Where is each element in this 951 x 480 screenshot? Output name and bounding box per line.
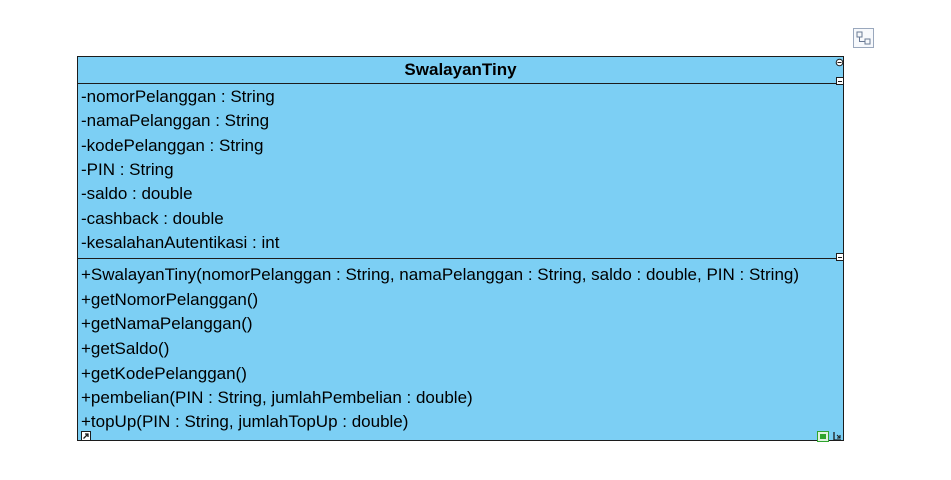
operation-item[interactable]: +getKodePelanggan() <box>81 364 247 383</box>
anchor-icon[interactable] <box>832 431 843 442</box>
resize-icon[interactable] <box>817 431 829 442</box>
operation-item[interactable]: +pembelian(PIN : String, jumlahPembelian… <box>81 388 473 407</box>
operation-item[interactable]: +SwalayanTiny(nomorPelanggan : String, n… <box>81 265 800 284</box>
attribute-item[interactable]: -PIN : String <box>81 160 174 179</box>
operation-item[interactable]: +topUp(PIN : String, jumlahTopUp : doubl… <box>81 412 409 431</box>
attribute-item[interactable]: -kodePelanggan : String <box>81 136 264 155</box>
attribute-item[interactable]: -nomorPelanggan : String <box>81 87 275 106</box>
operations-compartment: +SwalayanTiny(nomorPelanggan : String, n… <box>78 259 843 440</box>
attribute-item[interactable]: -namaPelanggan : String <box>81 111 270 130</box>
compartment-collapse-icon[interactable] <box>836 253 844 261</box>
attribute-item[interactable]: -kesalahanAutentikasi : int <box>81 233 280 252</box>
connector-icon[interactable] <box>853 28 874 48</box>
operation-item[interactable]: +getNamaPelanggan() <box>81 314 253 333</box>
compartment-collapse-icon[interactable] <box>836 77 844 85</box>
attributes-compartment: -nomorPelanggan : String -namaPelanggan … <box>78 84 843 259</box>
shortcut-arrow-icon[interactable] <box>81 431 91 441</box>
uml-class[interactable]: SwalayanTiny -nomorPelanggan : String -n… <box>77 56 844 442</box>
operation-item[interactable]: +getSaldo() <box>81 339 170 358</box>
class-name[interactable]: SwalayanTiny <box>78 57 843 84</box>
operation-item[interactable]: +getNomorPelanggan() <box>81 290 259 309</box>
attribute-item[interactable]: -saldo : double <box>81 184 193 203</box>
attribute-item[interactable]: -cashback : double <box>81 209 224 228</box>
collapse-icon[interactable] <box>835 58 844 67</box>
